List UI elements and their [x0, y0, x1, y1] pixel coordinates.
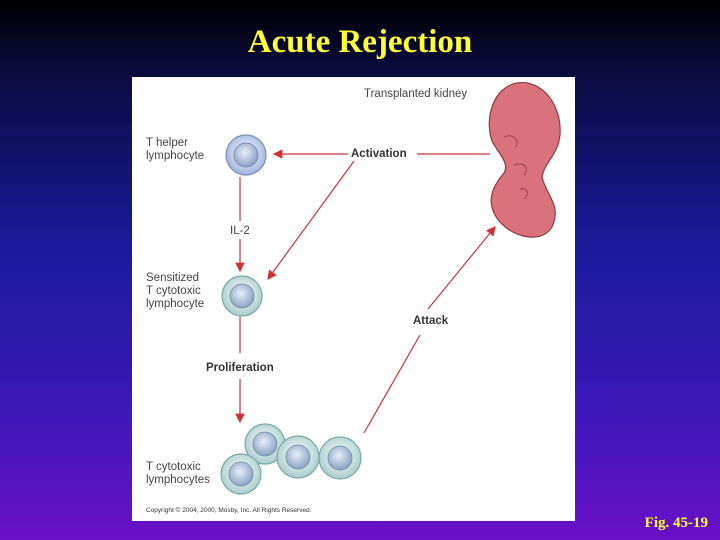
sensitized-cytotoxic-cell: [222, 276, 262, 316]
activation-label: Activation: [351, 148, 407, 161]
helper-label-line2: lymphocyte: [146, 150, 204, 163]
helper-label: T helper lymphocyte: [146, 137, 204, 163]
attack-label: Attack: [413, 315, 448, 328]
arrows: [240, 154, 495, 433]
il2-label: IL-2: [230, 225, 250, 238]
cytotoxic-label-line2: lymphocytes: [146, 474, 210, 487]
helper-lymphocyte-cell: [226, 135, 266, 175]
attack-arrow-upper: [428, 227, 495, 309]
attack-arrow-lower: [364, 335, 420, 433]
cytotoxic-cell-cluster: [221, 424, 361, 494]
activation-to-sensitized-arrow: [268, 161, 354, 279]
cytotoxic-label: T cytotoxic lymphocytes: [146, 461, 210, 487]
sensitized-label-line2: T cytotoxic: [146, 285, 204, 298]
kidney-illustration: [489, 83, 560, 238]
figure-panel: Transplanted kidney T helper lymphocyte …: [132, 77, 575, 521]
kidney-label: Transplanted kidney: [364, 88, 467, 101]
copyright-notice: Copyright © 2004, 2000, Mosby, Inc. All …: [146, 507, 311, 514]
sensitized-label-line1: Sensitized: [146, 272, 204, 285]
sensitized-label: Sensitized T cytotoxic lymphocyte: [146, 272, 204, 311]
figure-label: Fig. 45-19: [645, 515, 708, 532]
slide-title: Acute Rejection: [0, 24, 720, 61]
sensitized-label-line3: lymphocyte: [146, 298, 204, 311]
helper-label-line1: T helper: [146, 137, 204, 150]
proliferation-label: Proliferation: [206, 362, 274, 375]
cytotoxic-label-line1: T cytotoxic: [146, 461, 210, 474]
